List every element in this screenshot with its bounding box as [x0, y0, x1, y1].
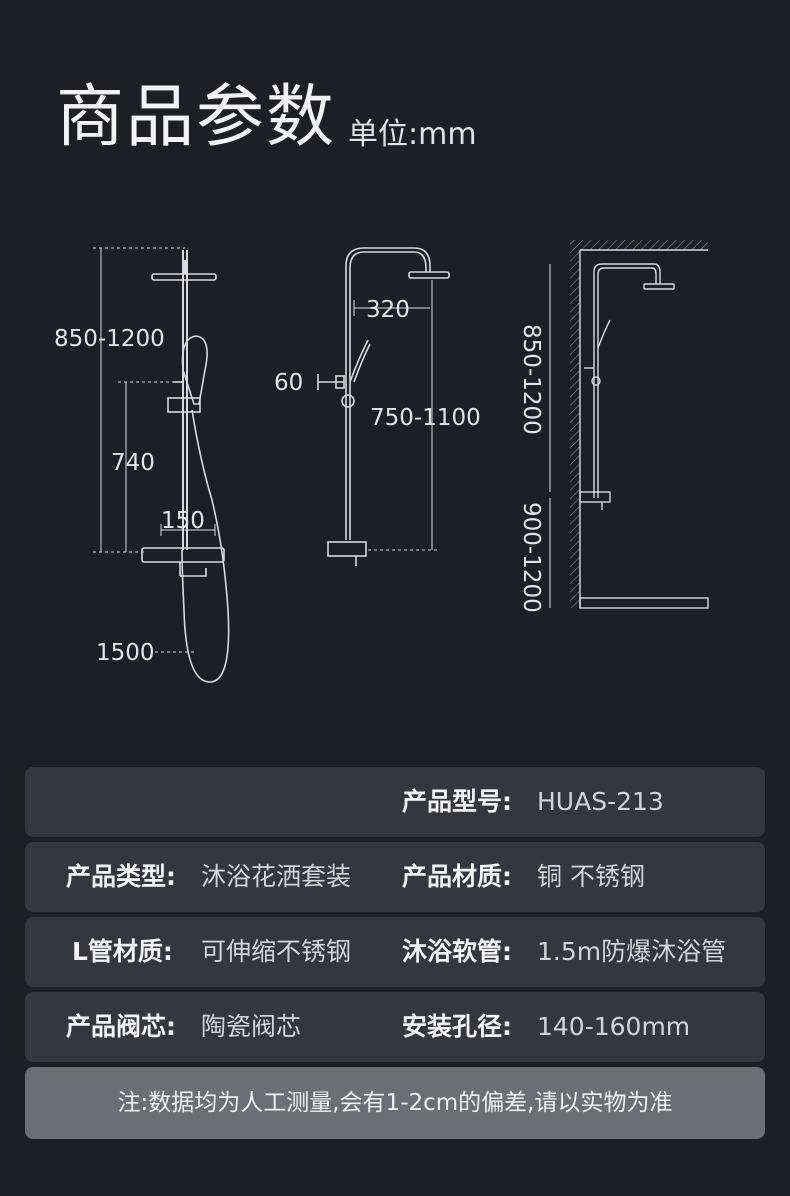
type-label: 产品类型:	[66, 862, 176, 891]
type-value: 沐浴花洒套装	[201, 862, 352, 891]
left-hose-label: 1500	[96, 640, 155, 666]
hose-value: 1.5m防爆沐浴管	[537, 937, 727, 966]
material-value: 铜 不锈钢	[537, 862, 645, 891]
measurement-note: 注:数据均为人工测量,会有1-2cm的偏差,请以实物为准	[25, 1067, 765, 1139]
spec-row-type-material: 产品类型: 沐浴花洒套装 产品材质: 铜 不锈钢	[25, 842, 765, 912]
lpipe-label: L管材质:	[72, 937, 173, 966]
right-wall-figure	[549, 240, 709, 609]
middle-shower-figure	[317, 247, 450, 566]
material-label: 产品材质:	[402, 862, 512, 891]
left-height-label: 740	[111, 450, 155, 476]
middle-arm-label: 320	[366, 297, 410, 323]
middle-wall-gap-label: 60	[274, 370, 303, 396]
spec-row-valve-hole: 产品阀芯: 陶瓷阀芯 安装孔径: 140-160mm	[25, 992, 765, 1062]
middle-height-label: 750-1100	[370, 405, 481, 431]
right-lower-label: 900-1200	[518, 502, 544, 613]
spec-row-model: 产品型号: HUAS-213	[25, 767, 765, 837]
hole-value: 140-160mm	[537, 1012, 691, 1041]
right-upper-label: 850-1200	[518, 324, 544, 435]
spec-row-lpipe-hose: L管材质: 可伸缩不锈钢 沐浴软管: 1.5m防爆沐浴管	[25, 917, 765, 987]
model-label: 产品型号:	[402, 787, 512, 816]
dimension-diagram: 850-1200 740 150 1500 320 60 750-1100	[54, 240, 709, 683]
left-spout-label: 150	[161, 508, 205, 534]
left-height-range-label: 850-1200	[54, 326, 165, 352]
lpipe-value: 可伸缩不锈钢	[201, 937, 352, 966]
valve-label: 产品阀芯:	[66, 1012, 176, 1041]
hole-label: 安装孔径:	[402, 1012, 512, 1041]
unit-label: 单位:mm	[348, 117, 477, 152]
left-shower-figure	[93, 247, 230, 683]
valve-value: 陶瓷阀芯	[201, 1012, 302, 1041]
page-title: 商品参数	[56, 78, 337, 157]
hose-label: 沐浴软管:	[402, 937, 512, 966]
model-value: HUAS-213	[537, 787, 664, 816]
